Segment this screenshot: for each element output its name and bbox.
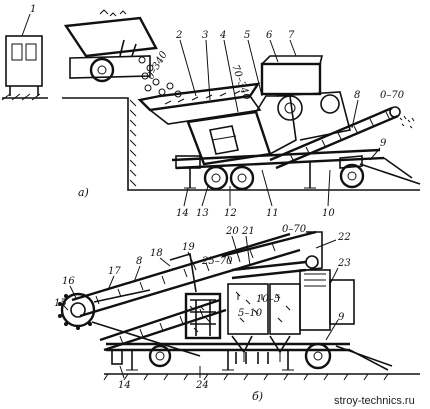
label-a-2: 2 [175,30,182,41]
label-a-6: 6 [266,30,273,41]
ground-hatch-b [103,373,389,381]
label-b-24: 24 [195,380,209,391]
fraction-top-b: 0–70 [282,224,307,235]
upper-conveyor-b [221,230,355,331]
label-a-4: 4 [219,30,226,41]
label-b-14: 14 [118,380,131,391]
wall-hatch [129,99,137,187]
label-b-8: 8 [136,256,142,267]
label-b-16: 16 [62,276,75,287]
output-conveyor-a [269,106,415,170]
control-cabin [5,35,43,96]
crusher-b [169,252,222,340]
screen-housing [260,55,351,141]
chassis-b [106,342,393,371]
feed-drum [58,289,201,357]
label-b-21: 21 [241,226,255,237]
label-a-11: 11 [266,208,279,219]
label-a-13: 13 [196,208,209,219]
label-b-9: 9 [338,312,345,323]
label-a-1: 1 [30,4,36,15]
fraction-mid-b: 25–70 [201,256,233,267]
caption-b: б) [252,390,263,403]
label-b-20: 20 [225,226,239,237]
caption-a: а) [78,186,89,199]
label-a-14: 14 [176,208,189,219]
ground-hatch-left [1,93,41,101]
leader-lines-b [63,235,339,379]
fraction-low-b2: 5–10 [238,308,263,319]
labels-b: 16 15 17 8 18 19 20 21 22 23 9 24 14 0–7… [54,224,351,403]
label-a-5: 5 [244,30,250,41]
lower-conveyor-b [99,298,227,352]
fraction-low-b: 10–5 [256,294,280,305]
label-a-8: 8 [354,90,360,101]
leader-lines-a [21,13,381,207]
drawing-a: 1 2 3 4 5 6 7 8 9 10 11 12 13 14 0–340 7… [1,4,421,219]
label-a-10: 10 [322,208,335,219]
label-b-19: 19 [182,242,195,253]
label-b-15: 15 [54,298,67,309]
label-b-17: 17 [108,266,121,277]
watermark: stroy-technics.ru [334,395,415,407]
screen-bins-b [227,260,307,362]
ground-wall [62,97,420,191]
fraction-out-a: 0–70 [380,90,405,101]
label-b-18: 18 [150,248,163,259]
dump-truck [63,9,158,83]
chassis-a [171,148,421,191]
label-a-9: 9 [380,138,387,149]
label-b-22: 22 [337,232,351,243]
label-a-12: 12 [224,208,237,219]
drawing-b: 16 15 17 8 18 19 20 21 22 23 9 24 14 0–7… [54,224,420,403]
label-a-7: 7 [288,30,295,41]
label-a-3: 3 [202,30,208,41]
label-b-23: 23 [337,258,351,269]
